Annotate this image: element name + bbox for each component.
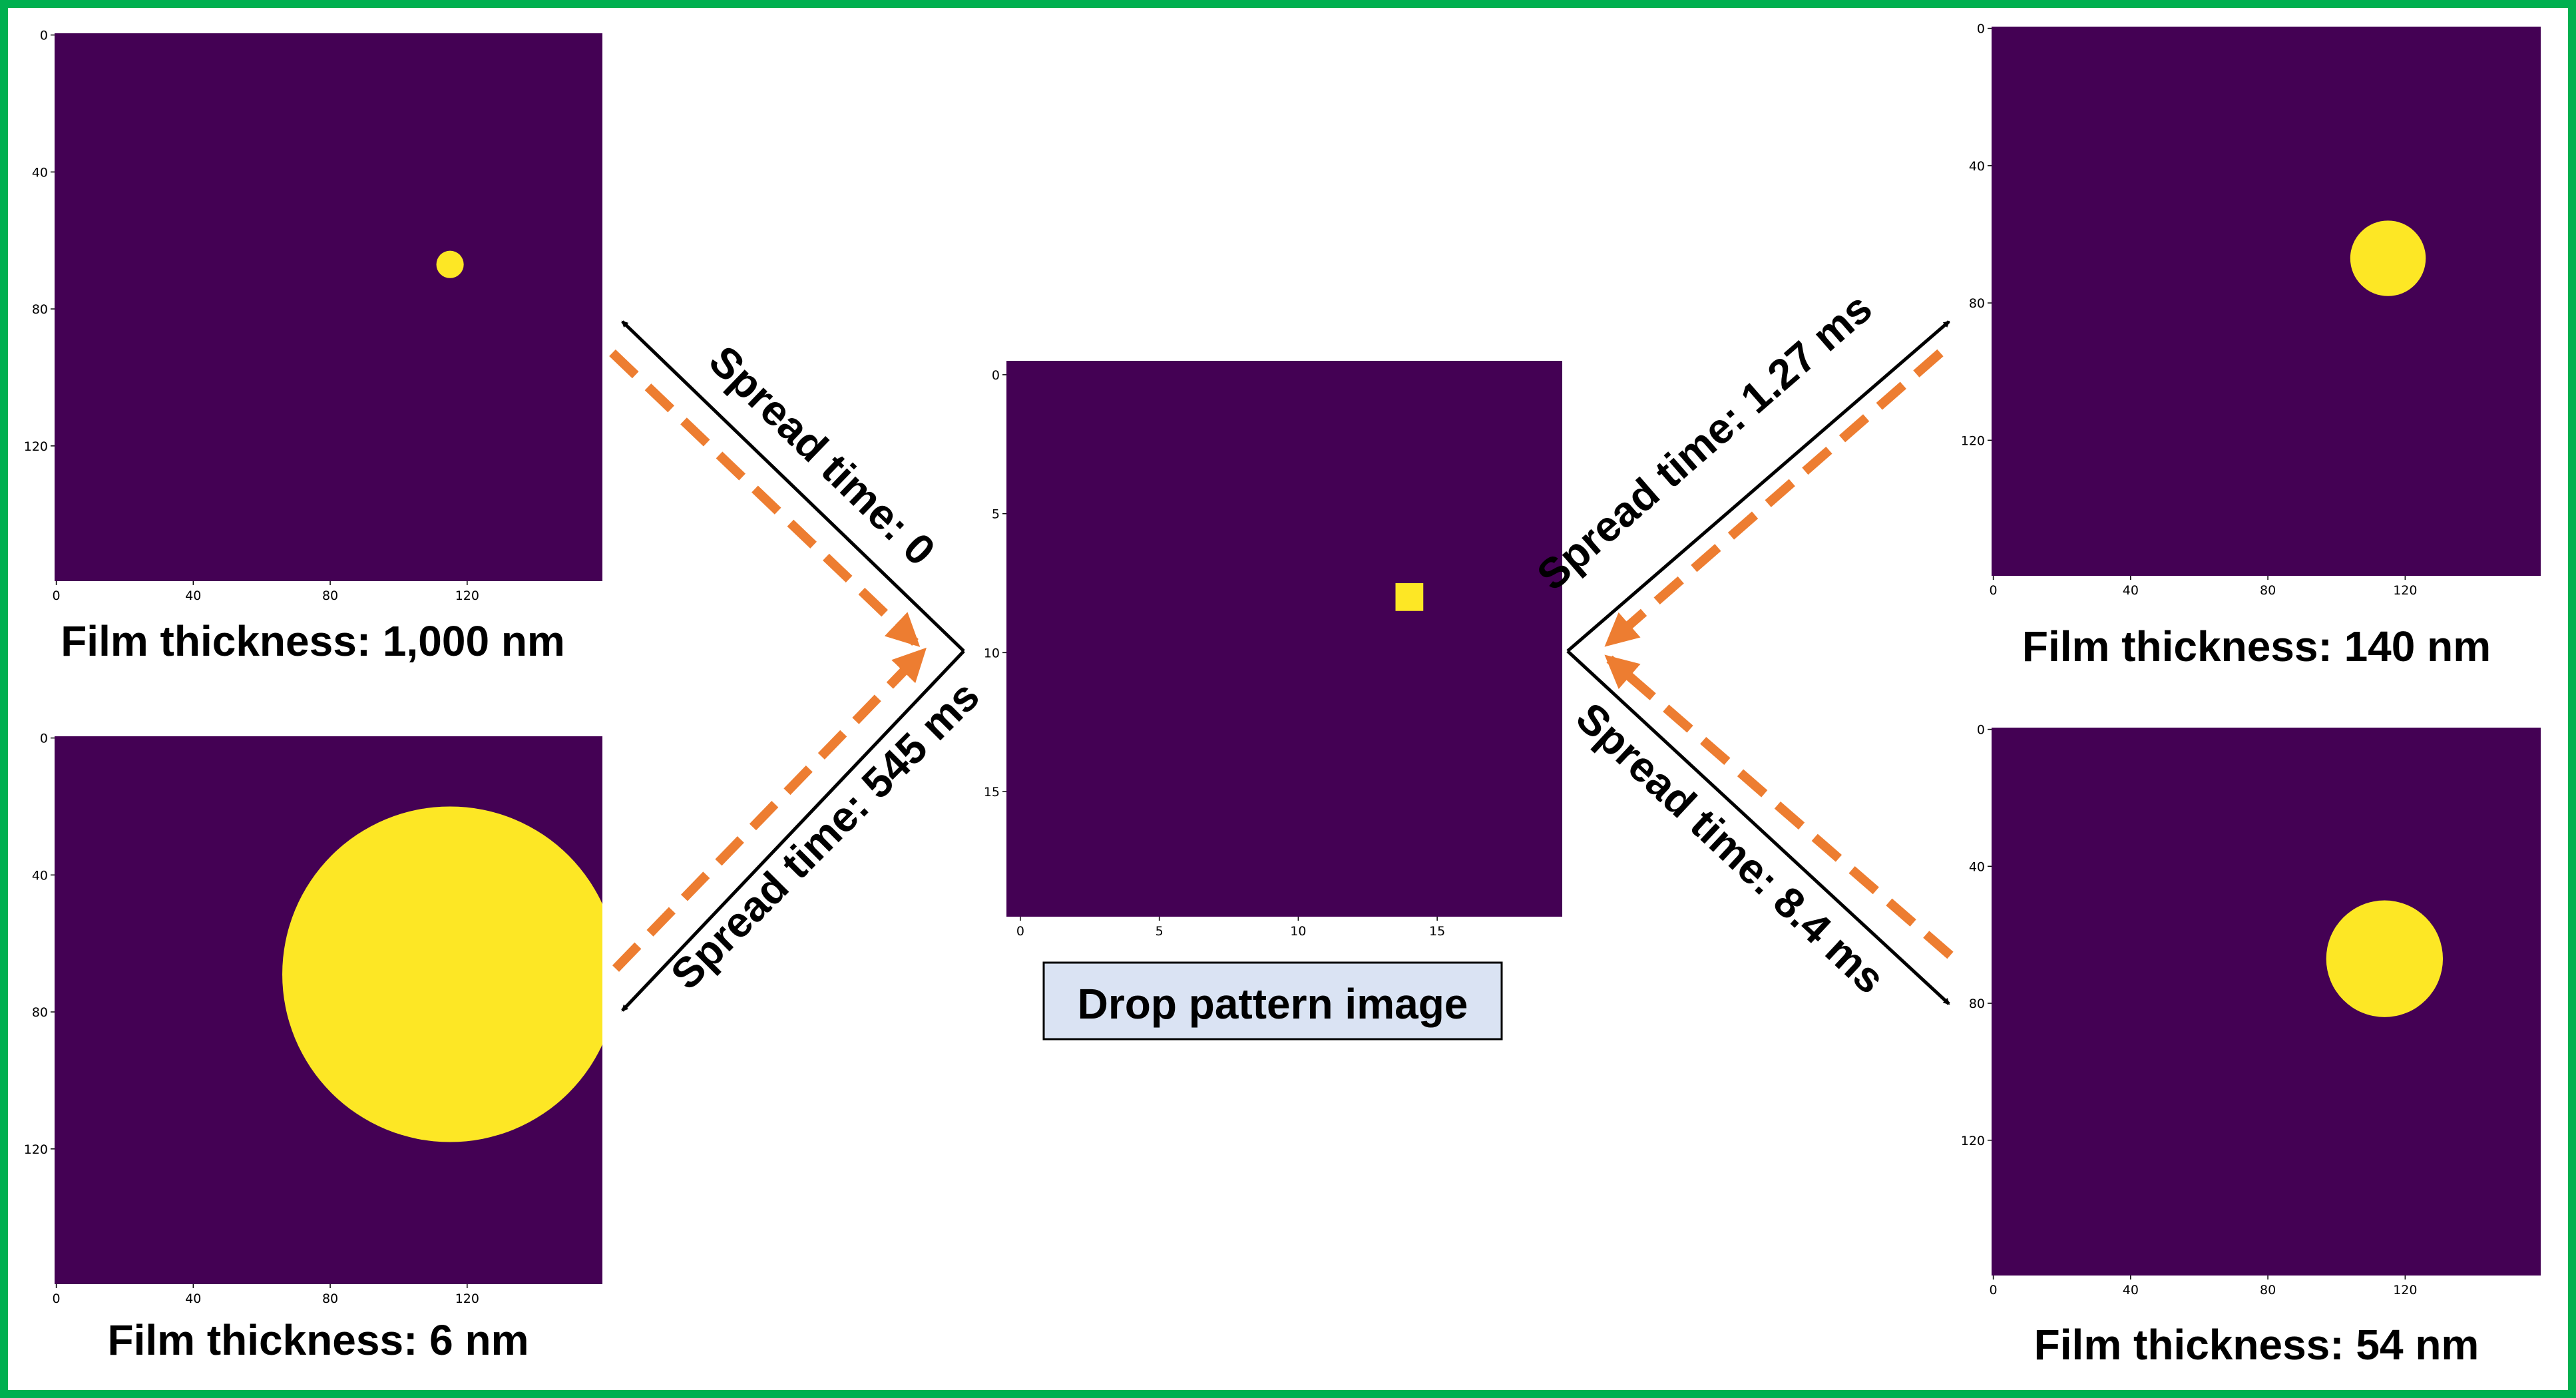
y-tick-label: 5 (992, 507, 1000, 522)
drop-pattern-label: Drop pattern image (1042, 961, 1503, 1041)
y-tick-label: 40 (1969, 159, 1985, 174)
y-tick-label: 80 (32, 302, 48, 317)
x-tick-label: 80 (2260, 583, 2276, 598)
x-tick-label: 80 (322, 1291, 338, 1306)
y-tick-label: 40 (1969, 859, 1985, 874)
x-tick-label: 120 (2393, 1283, 2417, 1297)
y-tick-label: 0 (40, 29, 48, 43)
x-tick-label: 80 (322, 588, 338, 603)
spread-label-top-left: Spread time: 0 (700, 336, 945, 575)
x-tick-label: 120 (455, 1291, 479, 1306)
y-tick-label: 120 (1961, 1134, 1985, 1148)
x-tick-label: 40 (185, 588, 201, 603)
dashed-arrow-from-top-right (1604, 349, 1944, 647)
x-tick-label: 0 (53, 1291, 61, 1306)
spread-label-bottom-left: Spread time: 545 ms (662, 672, 988, 999)
y-tick-label: 80 (1969, 296, 1985, 311)
drop-pattern-label-text: Drop pattern image (1078, 980, 1468, 1028)
y-tick-label: 0 (1977, 723, 1985, 738)
drop-spot (436, 250, 464, 278)
heatmap-background (55, 33, 602, 581)
drop-spot (2326, 900, 2444, 1017)
y-tick-label: 120 (24, 439, 48, 454)
y-tick-label: 0 (40, 732, 48, 746)
caption-top-left: Film thickness: 1,000 nm (61, 617, 565, 665)
y-tick-label: 40 (32, 868, 48, 883)
x-tick-label: 120 (455, 588, 479, 603)
x-tick-label: 15 (1429, 924, 1445, 939)
x-tick-label: 10 (1290, 924, 1306, 939)
x-tick-label: 0 (1990, 1283, 1998, 1297)
x-tick-label: 0 (1016, 924, 1024, 939)
heatmap-bottom-left: 0 40 80 120 0 40 80 120 (24, 732, 602, 1306)
drop-spot (1395, 583, 1424, 611)
y-tick-label: 40 (32, 165, 48, 180)
heatmap-top-left: 0 40 80 120 0 40 80 120 (24, 29, 602, 603)
y-tick-label: 15 (984, 785, 1000, 800)
drop-spot (2350, 220, 2426, 296)
y-tick-label: 0 (1977, 22, 1985, 37)
x-tick-label: 0 (1990, 583, 1998, 598)
y-tick-label: 120 (1961, 433, 1985, 448)
heatmap-background (1006, 361, 1562, 917)
caption-top-right: Film thickness: 140 nm (2022, 622, 2491, 670)
heatmap-background (1992, 27, 2541, 576)
spread-label-bottom-right: Spread time: 8.4 ms (1567, 693, 1894, 1003)
y-tick-label: 10 (984, 646, 1000, 660)
arrow-to-bottom-left (621, 650, 965, 1012)
x-tick-label: 40 (2123, 1283, 2139, 1297)
x-tick-label: 80 (2260, 1283, 2276, 1297)
y-tick-label: 0 (992, 368, 1000, 383)
arrow-to-bottom-right (1566, 650, 1950, 1005)
heatmap-top-right: 0 40 80 120 0 40 80 120 (1961, 22, 2541, 598)
caption-bottom-right: Film thickness: 54 nm (2034, 1321, 2479, 1369)
caption-bottom-left: Film thickness: 6 nm (107, 1316, 529, 1364)
dashed-arrow-from-top-left (609, 349, 921, 647)
heatmap-background (1992, 728, 2541, 1276)
y-tick-label: 120 (24, 1142, 48, 1157)
arrow-to-top-left (621, 320, 965, 652)
y-tick-label: 80 (32, 1005, 48, 1020)
drop-pattern-label-box (1042, 961, 1503, 1041)
x-tick-label: 40 (2123, 583, 2139, 598)
spread-label-top-right: Spread time: 1.27 ms (1528, 284, 1880, 599)
arrow-to-top-right (1566, 320, 1950, 652)
heatmap-bottom-right: 0 40 80 120 0 40 80 120 (1961, 723, 2541, 1297)
x-tick-label: 0 (53, 588, 61, 603)
dashed-arrow-from-bottom-right (1604, 654, 1954, 959)
drop-spot (282, 806, 602, 1142)
heatmap-drop-pattern: 0 5 10 15 0 5 10 15 (984, 361, 1562, 939)
y-tick-label: 80 (1969, 997, 1985, 1011)
x-tick-label: 40 (185, 1291, 201, 1306)
x-tick-label: 120 (2393, 583, 2417, 598)
dashed-arrow-from-bottom-left (612, 647, 927, 972)
x-tick-label: 5 (1156, 924, 1164, 939)
